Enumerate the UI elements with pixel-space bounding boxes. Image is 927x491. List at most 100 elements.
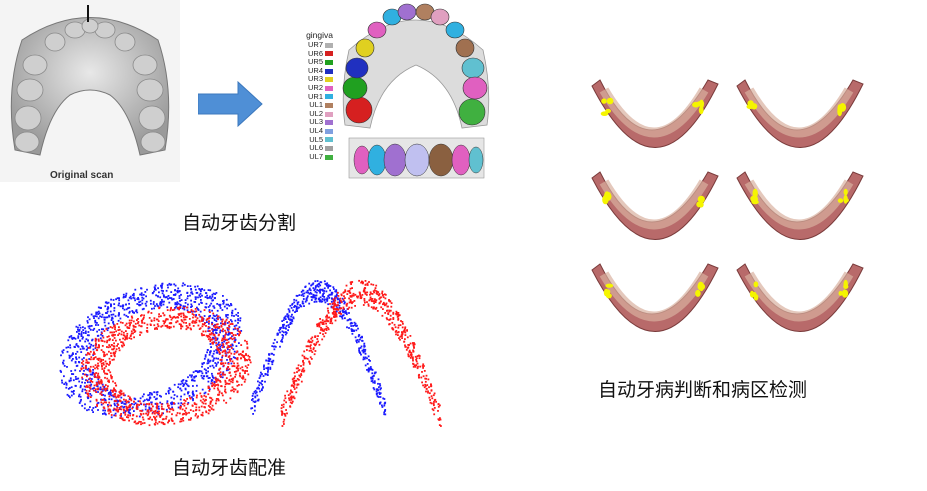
cloud-point <box>136 403 139 406</box>
cloud-point <box>303 369 306 372</box>
cloud-point <box>160 421 163 424</box>
cloud-point <box>118 326 120 329</box>
cloud-point <box>112 321 114 324</box>
cloud-point <box>145 330 148 332</box>
cloud-point <box>114 315 117 318</box>
cloud-point <box>347 290 349 293</box>
cloud-point <box>199 296 202 298</box>
cloud-point <box>118 313 120 316</box>
cloud-point <box>228 321 231 323</box>
cloud-point <box>207 380 210 383</box>
cloud-point <box>145 412 147 415</box>
cloud-point <box>159 296 162 299</box>
cloud-point <box>439 418 442 421</box>
cloud-point <box>176 289 179 292</box>
cloud-point <box>184 315 187 318</box>
cloud-point <box>221 339 224 342</box>
cloud-point <box>122 342 125 345</box>
cloud-point <box>329 285 332 287</box>
cloud-point <box>163 423 166 426</box>
cloud-point <box>86 320 89 322</box>
cloud-point <box>203 357 206 360</box>
cloud-point <box>236 329 239 332</box>
cloud-point <box>197 296 199 299</box>
cloud-point <box>88 386 91 389</box>
cloud-point <box>133 328 136 331</box>
cloud-point <box>408 349 411 352</box>
cloud-point <box>92 365 95 368</box>
cloud-point <box>379 401 382 404</box>
legend-swatch <box>325 102 333 108</box>
caption-detection: 自动牙病判断和病区检测 <box>598 379 808 401</box>
cloud-point <box>220 362 223 364</box>
cloud-point <box>369 298 372 301</box>
cloud-point <box>174 302 177 304</box>
cloud-point <box>208 353 211 356</box>
cloud-point <box>122 392 125 395</box>
cloud-point <box>163 295 165 298</box>
cloud-point <box>342 310 344 313</box>
cloud-point <box>222 344 225 347</box>
cloud-point <box>439 417 441 419</box>
cloud-point <box>377 382 379 385</box>
cloud-point <box>213 357 215 360</box>
cloud-point <box>215 402 217 405</box>
cloud-point <box>401 337 403 339</box>
cloud-point <box>302 370 305 373</box>
cloud-point <box>219 371 222 374</box>
cloud-point <box>172 294 175 296</box>
cloud-point <box>368 359 370 361</box>
cloud-point <box>181 408 184 411</box>
lesion-spot <box>752 188 758 198</box>
cloud-point <box>186 398 188 400</box>
cloud-point <box>195 409 197 412</box>
cloud-point <box>356 295 358 298</box>
cloud-point <box>234 341 236 343</box>
cloud-point <box>231 338 234 341</box>
cloud-point <box>351 328 354 331</box>
cloud-point <box>133 312 135 314</box>
cloud-point <box>205 292 207 294</box>
cloud-point <box>295 299 298 302</box>
cloud-point <box>253 405 256 407</box>
cloud-point <box>160 403 163 406</box>
cloud-point <box>110 319 113 321</box>
cloud-point <box>396 331 399 334</box>
cloud-point <box>184 302 187 304</box>
cloud-point <box>151 292 154 295</box>
cloud-point <box>136 319 138 321</box>
cloud-point <box>384 312 387 314</box>
cloud-point <box>234 319 237 322</box>
lesion-spot <box>753 294 759 301</box>
cloud-point <box>115 384 118 387</box>
cloud-point <box>287 314 290 317</box>
cloud-point <box>328 293 331 296</box>
cloud-point <box>129 404 131 406</box>
cloud-point <box>409 351 412 354</box>
cloud-point <box>228 331 231 334</box>
cloud-point <box>88 384 91 387</box>
cloud-point <box>118 302 120 305</box>
cloud-point <box>354 336 357 339</box>
cloud-point <box>104 324 107 327</box>
cloud-point <box>387 305 389 308</box>
cloud-point <box>230 389 232 392</box>
cloud-point <box>94 356 97 359</box>
cloud-point <box>220 363 223 365</box>
cloud-point <box>154 402 157 405</box>
cloud-point <box>131 294 134 296</box>
cloud-point <box>236 367 239 370</box>
cloud-point <box>228 349 231 351</box>
cloud-point <box>350 325 353 327</box>
cloud-point <box>221 323 224 325</box>
cloud-point <box>109 391 111 394</box>
cloud-point <box>142 400 145 403</box>
cloud-point <box>335 294 338 297</box>
cloud-point <box>100 382 103 385</box>
cloud-point <box>128 322 131 324</box>
cloud-point <box>354 305 356 307</box>
cloud-point <box>214 376 217 379</box>
cloud-point <box>192 310 194 313</box>
cloud-point <box>185 383 188 386</box>
cloud-point <box>339 301 341 303</box>
